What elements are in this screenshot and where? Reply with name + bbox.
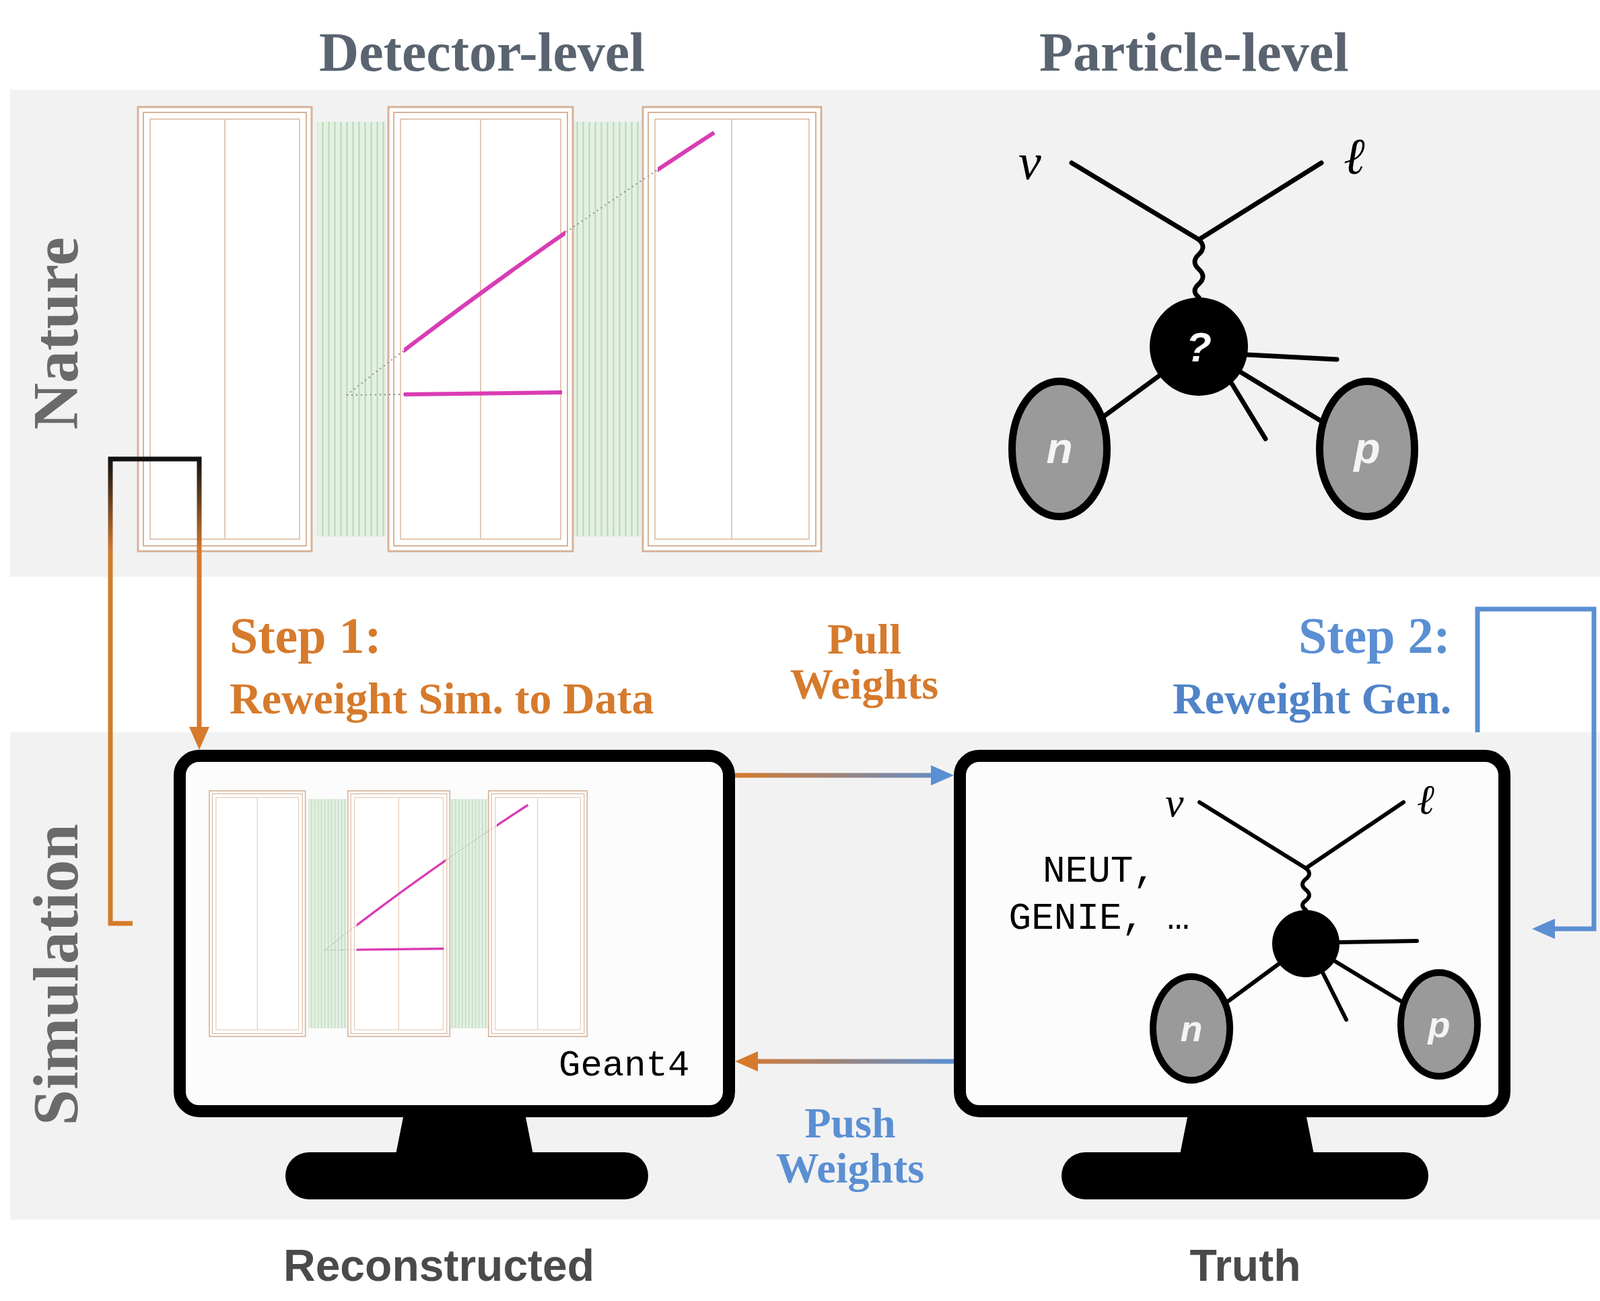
- interaction-blob: [1149, 297, 1248, 396]
- feynman-lines: [1194, 239, 1203, 298]
- particle-symbol: ℓ: [1343, 127, 1366, 186]
- feynman-lines: [1305, 802, 1404, 869]
- ground-fill: [10, 732, 1600, 1220]
- connector: [1104, 375, 1160, 416]
- feynman-lines: [1231, 383, 1266, 439]
- edge-label: Pull Weights: [766, 616, 962, 707]
- feynman-lines: [1071, 162, 1337, 439]
- feynman-lines: [1199, 802, 1417, 1020]
- nucleon-letter: n: [1046, 424, 1073, 474]
- nucleon-ellipse: [1319, 381, 1415, 517]
- step-title: Step 1:: [229, 606, 382, 666]
- ground-fill: [173, 749, 736, 1118]
- band-label: Nature: [18, 236, 93, 430]
- nucleon-letter: p: [1428, 1003, 1451, 1046]
- column-heading: Particle-level: [1039, 20, 1349, 85]
- particle-symbol: ℓ: [1416, 776, 1435, 824]
- column-footer: Reconstructed: [283, 1239, 595, 1292]
- step-description: Reweight Gen.: [1172, 673, 1452, 725]
- band-label: Simulation: [18, 823, 93, 1126]
- generator-label: NEUT, GENIE, …: [984, 848, 1214, 943]
- nucleon-ellipse: [1012, 381, 1108, 517]
- connector: [1240, 372, 1320, 421]
- particle-symbol: ν: [1018, 132, 1042, 192]
- blob-mark: ?: [1186, 323, 1212, 371]
- connector: [197, 576, 202, 734]
- nucleon-ellipse: n: [1149, 973, 1234, 1084]
- ground-fill: [10, 89, 1600, 1220]
- monitor-screen: Geant4: [173, 749, 736, 1118]
- nucleon-ellipse: n: [1008, 377, 1111, 521]
- monitor-stand: [1061, 1152, 1429, 1200]
- interaction-blob: [1272, 910, 1340, 978]
- feynman-lines: [1199, 802, 1306, 869]
- feynman-lines: [1322, 972, 1347, 1020]
- feynman-lines: [1227, 963, 1279, 1002]
- edge-label: Push Weights: [752, 1100, 948, 1191]
- connector: [751, 1059, 954, 1065]
- nucleon-letter: p: [1354, 424, 1381, 474]
- feynman-lines: [1339, 941, 1417, 943]
- feynman-lines: [1302, 868, 1310, 911]
- nucleon-ellipse: p: [1397, 969, 1481, 1080]
- nucleon-ellipse: [1153, 976, 1230, 1081]
- ground-fill: [953, 749, 1511, 1118]
- monitor-stand: [285, 1152, 649, 1200]
- particle-symbol: ν: [1165, 778, 1185, 827]
- nucleon-letter: n: [1180, 1007, 1203, 1050]
- step-bracket: [110, 459, 200, 924]
- step-title: Step 2:: [1298, 606, 1451, 666]
- feynman-lines: [1071, 162, 1199, 240]
- ground-fill: [10, 89, 1600, 577]
- interaction-blob: ?: [1149, 297, 1248, 396]
- column-footer: Truth: [1190, 1239, 1302, 1292]
- feynman-lines: [1246, 354, 1337, 360]
- column-heading: Detector-level: [319, 20, 645, 85]
- detector-illustration: [209, 790, 587, 1037]
- connector-group: [199, 372, 1320, 1062]
- step-description: Reweight Sim. to Data: [229, 673, 655, 725]
- connector: [735, 773, 938, 779]
- nucleon-ellipse: [1400, 972, 1478, 1077]
- feynman-lines: [1334, 961, 1402, 1002]
- detector-illustration: [137, 107, 822, 552]
- feynman-lines: [1198, 162, 1322, 240]
- step-bracket: [1477, 609, 1594, 929]
- software-label: Geant4: [558, 1045, 690, 1088]
- nucleon-ellipse: p: [1315, 377, 1419, 521]
